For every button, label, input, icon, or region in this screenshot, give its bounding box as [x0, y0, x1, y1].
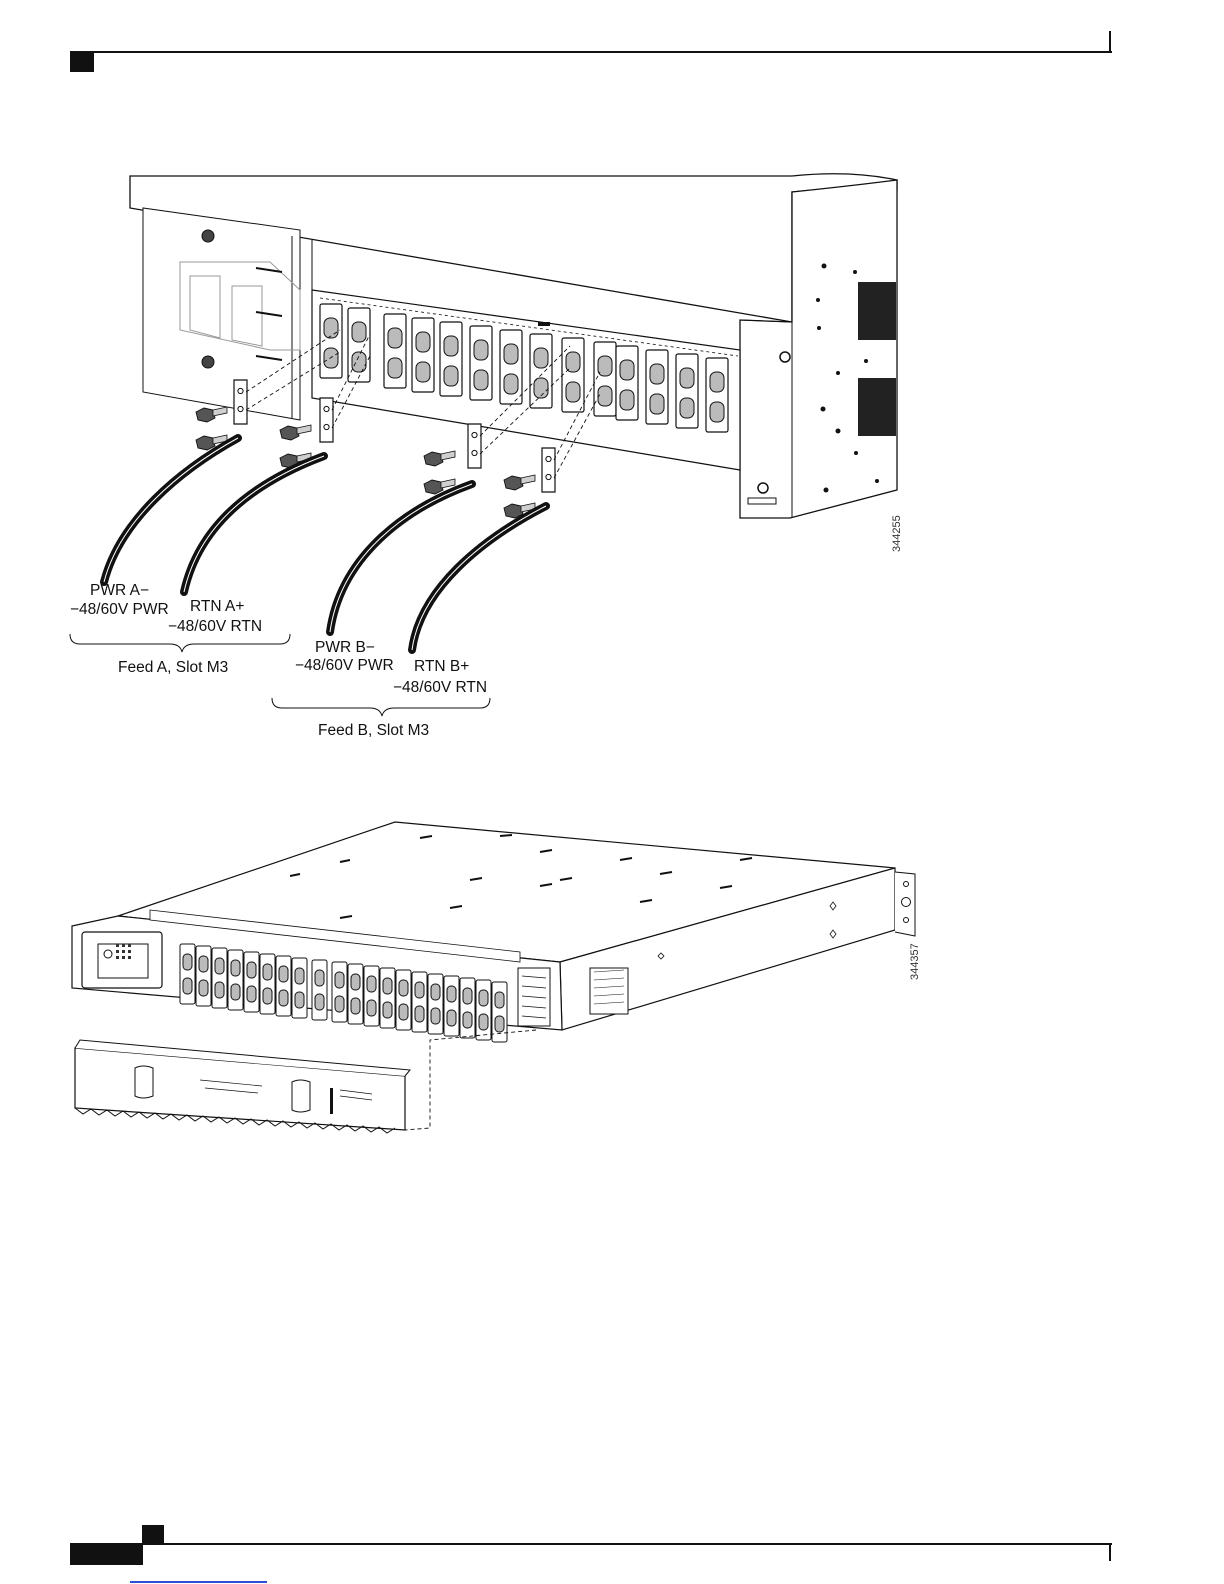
label-rtn-b: RTN B+ [414, 658, 469, 675]
figure-1-id: 344255 [891, 515, 903, 552]
label-rtn-b-sub: −48/60V RTN [393, 679, 487, 696]
brace-feed-b [272, 698, 490, 716]
label-feed-a: Feed A, Slot M3 [118, 659, 228, 676]
label-pwr-a-sub: −48/60V PWR [70, 601, 169, 618]
figure-1-labels: PWR A− −48/60V PWR RTN A+ −48/60V RTN Fe… [70, 515, 903, 739]
brace-feed-a [70, 634, 290, 652]
label-pwr-b-sub: −48/60V PWR [295, 657, 394, 674]
label-rtn-a: RTN A+ [190, 598, 244, 615]
label-pwr-b: PWR B− [315, 639, 375, 656]
label-rtn-a-sub: −48/60V RTN [168, 618, 262, 635]
figure-2-id: 344357 [909, 943, 921, 980]
label-feed-b: Feed B, Slot M3 [318, 722, 429, 739]
label-pwr-a: PWR A− [90, 582, 149, 599]
figure-2-chassis-front: 344357 [72, 822, 921, 1133]
figure-1-chassis-rear [104, 174, 897, 650]
